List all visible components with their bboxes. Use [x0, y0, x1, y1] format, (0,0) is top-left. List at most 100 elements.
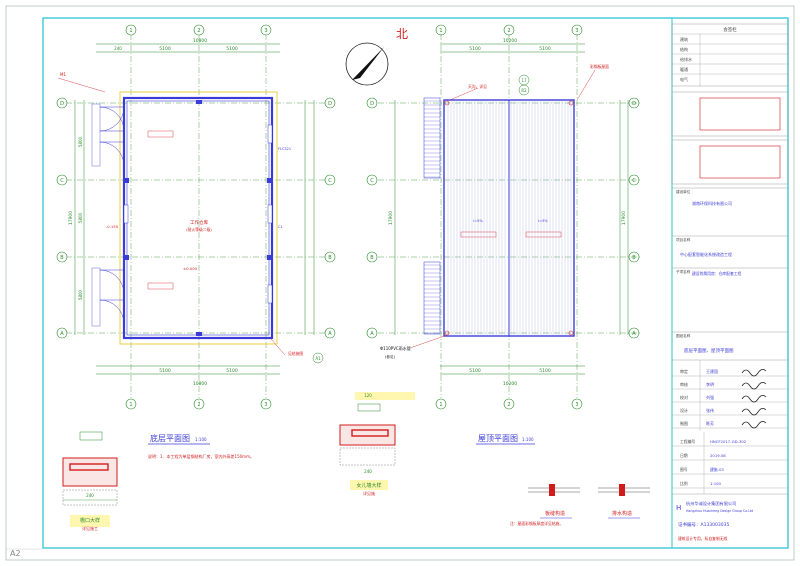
axis-bubble-B [324, 251, 336, 263]
detail-joint: 板缝构造 [528, 484, 580, 519]
left-dim-top-1: 5100 [159, 46, 171, 52]
axis-bubble-A [56, 327, 68, 339]
axis-bubble-B [366, 251, 378, 263]
axis-bubble-B [56, 251, 68, 263]
room-label: 工作仓库 [190, 219, 208, 226]
staff-role-3: 设计 [680, 407, 688, 413]
staff-name-0: 王建国 [706, 368, 718, 374]
axis-label-2: 2 [507, 28, 510, 34]
room-sub: (耐火等级二级) [186, 227, 212, 232]
info-value-0: HNCF2017-GD-302 [710, 439, 747, 444]
axis-label-3: 3 [575, 402, 578, 408]
project-label: 项目名称 [676, 237, 691, 242]
right-note: 注：屋面彩钢板厚度详见结施。 [510, 521, 563, 526]
axis-label-1: 1 [129, 402, 132, 408]
axis-bubble-1 [125, 398, 137, 410]
axis-label-A: A [632, 331, 636, 337]
axis-bubble-3 [571, 398, 583, 410]
sub-label: 子项名称 [676, 269, 691, 274]
project-value: 中心配套智能化系统改造工程 [680, 251, 732, 257]
detail-drain: 排水构造 [598, 484, 650, 519]
left-dim-total-bottom: 10800 [193, 381, 207, 387]
detail4-title: 排水构造 [612, 510, 632, 517]
ref-bubble-1: 17 [521, 78, 527, 83]
staff-name-3: 张伟 [706, 407, 714, 413]
axis-label-B: B [370, 255, 374, 261]
axis-label-A: A [370, 331, 374, 337]
axis-label-2: 2 [197, 402, 200, 408]
sign-row-0: 建筑 [680, 36, 688, 42]
axis-bubble-3 [260, 398, 272, 410]
axis-bubble-C [366, 174, 378, 186]
axis-label-B: B [328, 255, 332, 261]
north-label: 北 [396, 27, 408, 41]
right-plan-title: 屋顶平面图 [478, 434, 518, 443]
detail-parapet: 120 240 女儿墙大样 详见施 [339, 392, 415, 496]
left-dim-side-total: 17900 [68, 211, 74, 225]
left-dim-side-3: 5800 [78, 289, 83, 300]
right-dim-total-bottom: 10200 [503, 381, 517, 387]
staff-name-2: 刘强 [706, 394, 714, 400]
info-key-2: 图号 [680, 467, 688, 472]
detail2-title: 女儿墙大样 [356, 482, 381, 489]
left-callout: 见结施图 [288, 351, 303, 356]
signature-icon [741, 421, 767, 429]
ref-bubble-2: R2 [521, 88, 527, 93]
level-out: -0.150 [106, 224, 119, 229]
frame-border [42, 17, 789, 549]
axis-label-3: 3 [264, 28, 267, 34]
axis-label-D: D [370, 101, 374, 107]
footer-note: 建筑设计专用，私自复制无效 [678, 536, 728, 541]
left-plan-scale: 1:100 [195, 437, 207, 442]
sign-row-2: 给排水 [680, 56, 692, 62]
client-value: 湖南环保科技有限公司 [692, 200, 732, 206]
level-mark: ±0.000 [183, 266, 198, 271]
axis-label-C: C [60, 178, 64, 184]
left-dim-edge: 240 [114, 46, 122, 51]
axis-label-B: B [60, 255, 64, 261]
axis-label-B: B [632, 255, 636, 261]
axis-bubble-D [366, 97, 378, 109]
roof-note: 彩钢板屋面 [590, 64, 609, 69]
axis-label-3: 3 [264, 402, 267, 408]
detail1-dim: 240 [86, 493, 94, 498]
north-arrow: 北 [345, 27, 408, 86]
staff-role-4: 制图 [680, 420, 688, 426]
left-dim-total-top: 10800 [193, 38, 207, 44]
cert-number: 证书编号：A133003035 [678, 521, 729, 528]
right-dim-side-total: 17900 [388, 211, 394, 225]
company-name: 杭州华诚设计集团有限公司 [686, 500, 736, 507]
right-dim-top-2: 5100 [539, 46, 551, 52]
detail1-title: 檐口大样 [80, 517, 100, 524]
signature-icon [741, 408, 767, 416]
info-key-0: 工程编号 [680, 439, 695, 444]
left-dim-bottom-1: 5100 [159, 368, 171, 374]
right-dim-bottom-2: 5100 [539, 368, 551, 374]
company-logo-icon: H [676, 504, 681, 512]
detail3-title: 板缝构造 [545, 510, 565, 517]
left-dim-side-2: 5800 [78, 212, 83, 223]
company-en: Hangzhou Huacheng Design Group Co.Ltd [686, 509, 753, 513]
sign-row-4: 电气 [680, 76, 688, 82]
axis-bubble-2 [193, 398, 205, 410]
roof-slope-2: i=5% [538, 219, 548, 223]
window-tag-2: C1 [278, 225, 283, 229]
detail2-dim2: 240 [364, 469, 372, 474]
staff-role-2: 校对 [680, 394, 688, 400]
roof-slope-1: i=5% [473, 219, 483, 223]
sheet-size-label: A2 [10, 549, 21, 558]
axis-label-C: C [370, 178, 374, 184]
axis-label-A: A [328, 331, 332, 337]
detail1-sub: 详见施工 [82, 525, 98, 531]
sub-value: 建设附属用房：仓库配套工程 [692, 271, 742, 276]
info-value-1: 2019.08 [710, 453, 726, 458]
staff-name-1: 李明 [706, 381, 714, 387]
axis-label-A: A [60, 331, 64, 337]
axis-label-D: D [60, 101, 64, 107]
svg-text:A1: A1 [315, 356, 321, 361]
axis-bubble-A [366, 327, 378, 339]
drawing-value: 底层平面图、屋顶平面图 [684, 347, 734, 354]
